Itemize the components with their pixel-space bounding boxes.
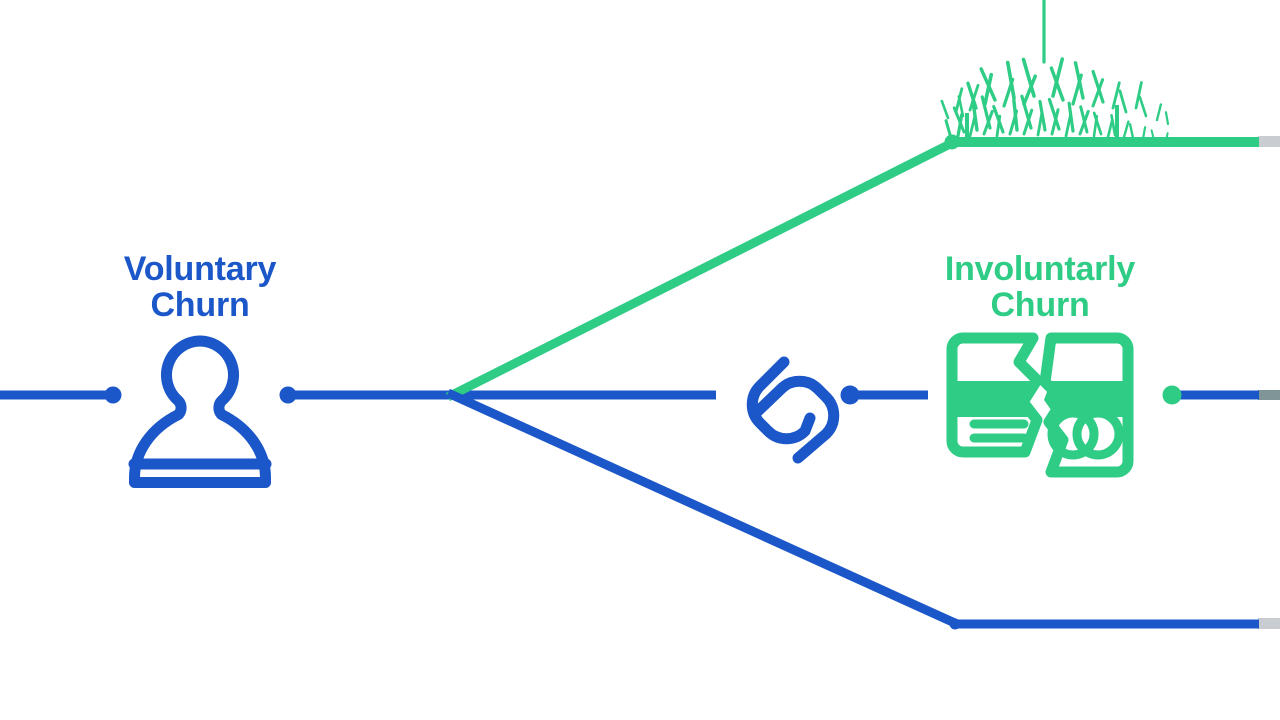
grass-blade	[983, 72, 994, 106]
grass-blade	[1073, 61, 1085, 100]
node-label-voluntary-churn: Voluntary Churn	[60, 251, 340, 324]
grass-blade	[1038, 99, 1047, 132]
card-network-logo	[1047, 408, 1124, 460]
grass-blade	[979, 67, 997, 102]
grass-blade	[1111, 81, 1121, 110]
dot-card-out	[1162, 385, 1182, 405]
connector-dots	[104, 134, 1182, 630]
grass-blade	[980, 95, 992, 130]
grass-blade	[957, 95, 965, 118]
grass-blade	[1110, 114, 1117, 137]
blue-rail-gray-stub	[1258, 618, 1280, 629]
dot-blue-bend	[949, 618, 961, 630]
card-right-stripe	[1044, 381, 1132, 417]
person-icon-body	[129, 335, 271, 488]
node-label-involuntary-churn: Involuntarly Churn	[900, 251, 1180, 324]
grass-blade	[1128, 123, 1135, 140]
card-text-lines	[969, 419, 1029, 457]
broken-credit-card-icon	[946, 332, 1134, 478]
connector-branch-down-blue	[446, 388, 959, 629]
grass-blade	[1134, 81, 1143, 110]
grass-blade	[1049, 66, 1065, 102]
grass-blade	[1005, 60, 1016, 100]
grass-blade	[1155, 103, 1163, 122]
grass-blade	[1022, 74, 1037, 106]
grass-blade	[1079, 105, 1089, 134]
involuntary-label-line2: Churn	[990, 286, 1090, 325]
dot-inbound	[104, 386, 122, 404]
grass-blade	[1165, 132, 1169, 142]
card-icon-left-half	[946, 332, 1043, 458]
grass-blade	[940, 99, 950, 120]
grass-blade	[968, 83, 980, 112]
grass-growth-icon	[940, 0, 1170, 142]
grass-blade	[1091, 78, 1105, 108]
link-icon-right-ring	[750, 375, 840, 464]
grass-blade	[1047, 97, 1061, 131]
grass-blade	[1051, 57, 1064, 98]
grass-blade	[966, 81, 978, 110]
grass-blade	[1012, 98, 1019, 132]
grass-stems	[965, 105, 1119, 137]
broken-chain-link-icon	[746, 356, 840, 464]
card-logo-circle-right	[1072, 408, 1124, 460]
card-left-stripe	[957, 381, 1030, 417]
grass-blade	[1064, 114, 1072, 138]
card-rail-gray-stub	[1258, 390, 1280, 400]
grass-blade	[1141, 126, 1147, 141]
track-stubs	[1258, 136, 1280, 629]
grass-blade	[1067, 101, 1075, 133]
card-left-outline	[946, 332, 1043, 458]
link-icon-left-ring	[746, 356, 816, 445]
grass-blade	[1164, 111, 1170, 126]
grass-blade	[1106, 119, 1114, 139]
dot-link-out	[840, 385, 860, 405]
card-logo-circle-left	[1047, 408, 1099, 460]
grass-blade	[1122, 120, 1130, 139]
connector-branch-up-green	[445, 137, 957, 402]
voluntary-label-line2: Churn	[150, 286, 250, 325]
grass-blade	[992, 105, 1005, 134]
grass-blade	[1092, 111, 1103, 136]
connectors	[0, 137, 1259, 629]
dot-person-out	[279, 386, 297, 404]
grass-blade	[1150, 129, 1155, 141]
grass-blade	[944, 119, 953, 140]
green-rail-gray-stub	[1258, 136, 1280, 147]
grass-blade	[1138, 95, 1148, 118]
dot-green-bend	[944, 134, 960, 150]
grass-blade	[1021, 57, 1036, 98]
person-icon	[128, 335, 272, 488]
grass-blade	[1091, 69, 1105, 104]
voluntary-label-line1: Voluntary	[123, 250, 277, 288]
involuntary-label-line1: Involuntarly	[944, 250, 1136, 288]
grass-blade	[1118, 89, 1128, 114]
